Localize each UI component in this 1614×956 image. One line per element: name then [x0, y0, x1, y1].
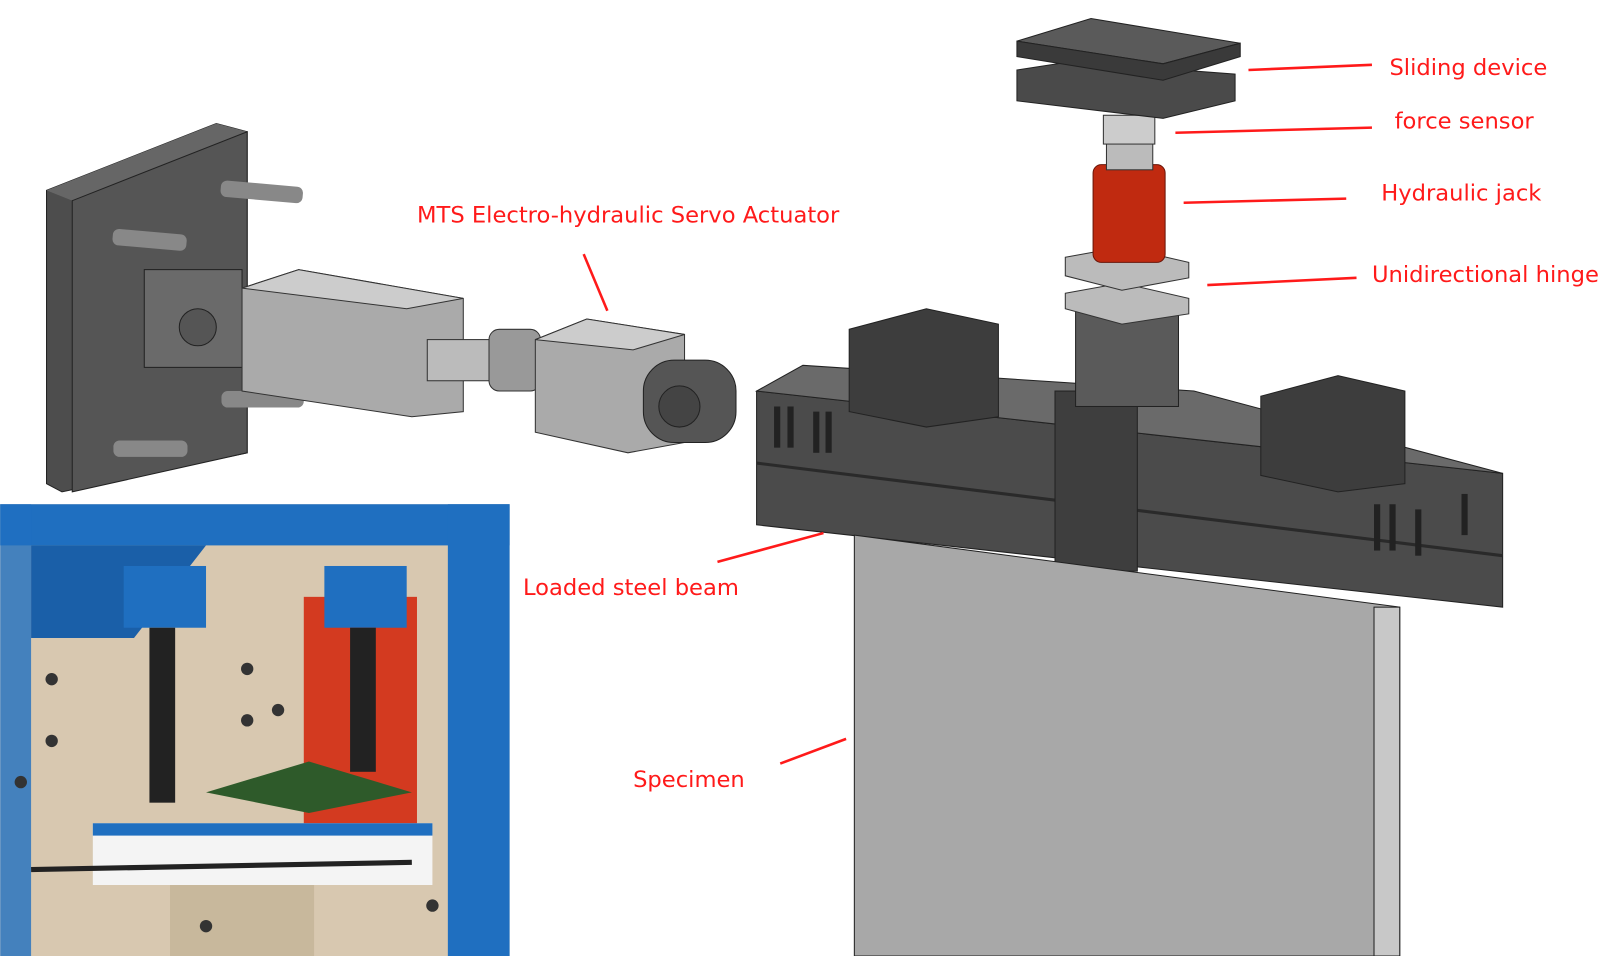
label-force-sensor: force sensor [1395, 109, 1535, 135]
actuator-body [241, 269, 737, 454]
label-loaded-steel-beam: Loaded steel beam [523, 575, 739, 601]
leader-lines [582, 63, 1373, 765]
label-actuator: MTS Electro-hydraulic Servo Actuator [417, 202, 840, 228]
hydraulic-jack [1092, 164, 1166, 263]
vertical-loading-stack [1016, 17, 1241, 407]
label-sliding-device: Sliding device [1389, 55, 1547, 81]
force-sensor [1102, 114, 1156, 145]
loaded-steel-beam [754, 308, 1504, 608]
label-unidirectional-hinge: Unidirectional hinge [1372, 262, 1599, 288]
reaction-wall-plate [46, 122, 304, 493]
specimen-wall [853, 534, 1401, 956]
lab-photo-inset [0, 504, 510, 956]
label-specimen: Specimen [633, 767, 745, 793]
label-hydraulic-jack: Hydraulic jack [1381, 181, 1542, 207]
